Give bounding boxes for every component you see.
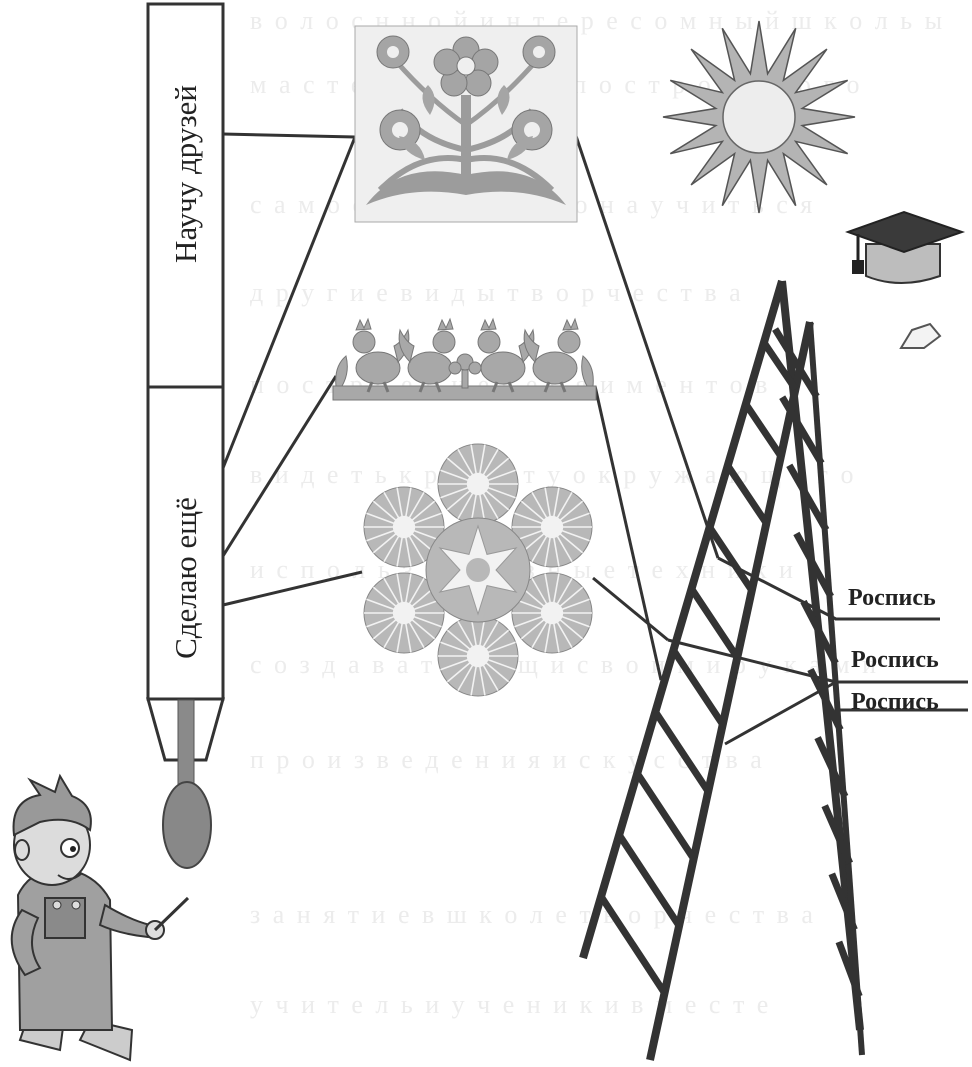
ladder-label-1: Роспись (848, 585, 936, 611)
graduation-cap-icon (845, 210, 966, 284)
ladder-label-2: Роспись (851, 647, 939, 673)
roosters-border-icon (332, 317, 597, 401)
pencil-icon (146, 2, 225, 869)
connector-lines (221, 132, 837, 746)
pencil-top-label: Научу друзей (168, 85, 203, 263)
sun-icon (662, 20, 856, 214)
boy-pointer-icon (10, 773, 190, 1062)
ladder-label-3: Роспись (851, 689, 939, 715)
label-underlines (835, 617, 968, 712)
pencil-bottom-label: Сделаю ещё (168, 497, 203, 659)
floral-cutout-icon (354, 25, 578, 223)
snowflake-icon (363, 443, 593, 697)
ladder-icon (579, 279, 865, 1061)
paper-scrap-icon (899, 322, 942, 349)
